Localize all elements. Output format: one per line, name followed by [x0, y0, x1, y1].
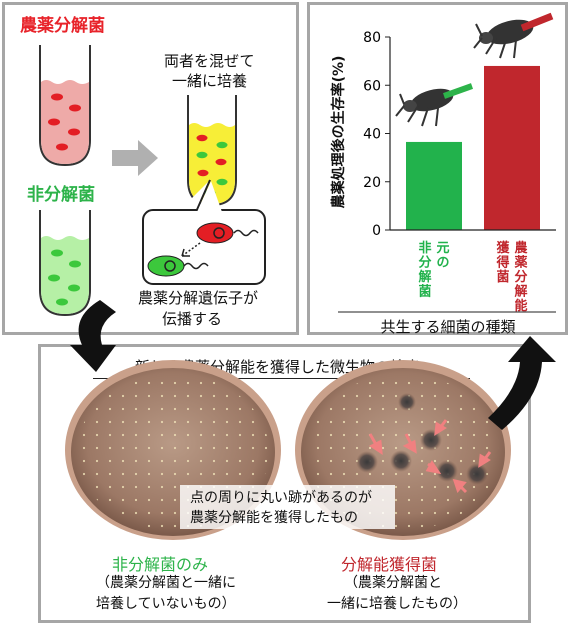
category-label-char: 元 — [436, 241, 449, 256]
red-bacterium — [51, 93, 63, 101]
green-bacterium — [56, 298, 68, 306]
transfer-caption-line2: 伝播する — [162, 310, 223, 328]
halo-colony — [466, 463, 488, 485]
control-dish-sub2: 培養していないもの） — [96, 596, 236, 612]
degrader-label: 農薬分解菌 — [20, 16, 105, 36]
x-axis-title: 共生する細菌の種類 — [380, 318, 515, 336]
red-bacterium — [68, 128, 80, 136]
y-tick-label: 80 — [363, 30, 381, 46]
green-bacterium — [69, 260, 81, 268]
halo-colony — [356, 451, 378, 473]
red-bacterium — [56, 143, 68, 151]
red-bacterium — [48, 118, 60, 126]
mix-arrow — [112, 140, 158, 176]
transfer-caption-line1: 農薬分解遺伝子が — [138, 289, 259, 307]
pink-arrows — [368, 419, 492, 494]
nondegrader-tube — [39, 210, 91, 317]
category-label-char: 獲 — [496, 240, 510, 256]
category-label-char: 菌 — [496, 269, 509, 285]
halo-colony — [436, 460, 458, 482]
category-label-char: 得 — [495, 255, 509, 271]
nondegrader-label: 非分解菌 — [27, 185, 95, 205]
up-curved-arrow — [488, 336, 556, 430]
halo-colony — [390, 450, 412, 472]
control-dish-title: 非分解菌のみ — [112, 555, 209, 574]
y-tick-label: 40 — [363, 127, 381, 143]
degrader-dish-sub2: 一緒に培養したもの） — [327, 596, 467, 612]
green-bacterium — [48, 274, 60, 282]
category-label-char: 解 — [513, 284, 527, 300]
category-label-char: 能 — [514, 298, 527, 314]
control-dish-sub1: （農薬分解菌と一緒に — [96, 575, 236, 591]
halo-colony — [420, 429, 442, 451]
category-label-char: の — [436, 256, 449, 271]
degrader-dish-title: 分解能獲得菌 — [341, 555, 438, 574]
green-bacterium — [68, 284, 80, 292]
y-tick-label: 60 — [363, 78, 381, 94]
result-overlay — [180, 485, 395, 529]
weevil-icon — [395, 83, 474, 127]
degrader-tube — [39, 45, 91, 167]
down-curved-arrow — [70, 300, 116, 372]
y-axis-title: 農薬処理後の生存率(%) — [330, 56, 347, 209]
category-label-char: 分 — [514, 269, 527, 285]
y-tick-label: 20 — [363, 175, 381, 191]
weevil-icon — [473, 12, 554, 59]
category-label-char: 分 — [418, 255, 431, 271]
detection-title-underline — [93, 378, 470, 379]
mix-caption-line1: 両者を混ぜて — [164, 52, 255, 70]
category-label-char: 薬 — [513, 255, 528, 271]
category-label-char: 菌 — [418, 284, 431, 300]
overlay-line1: 点の周りに丸い跡があるのが — [190, 490, 372, 506]
halo-colony — [398, 393, 416, 411]
red-bacterium — [69, 104, 81, 112]
process-illustration — [39, 45, 266, 317]
category-label-char: 農 — [514, 240, 528, 256]
survival-chart: 共生する細菌の種類 農薬処理後の生存率(%) 020406080元の非分解菌農薬… — [330, 12, 556, 336]
green-bacterium — [51, 249, 63, 257]
category-label-char: 非 — [418, 240, 431, 256]
bar — [406, 141, 462, 230]
y-tick-label: 0 — [372, 223, 381, 239]
gene-transfer-callout — [142, 179, 266, 285]
category-label-char: 解 — [417, 269, 431, 285]
degrader-dish-sub1: （農薬分解菌と — [344, 575, 442, 591]
bar — [484, 65, 540, 230]
mix-caption-line2: 一緒に培養 — [172, 72, 248, 90]
overlay-line2: 農薬分解能を獲得したもの — [190, 510, 358, 526]
